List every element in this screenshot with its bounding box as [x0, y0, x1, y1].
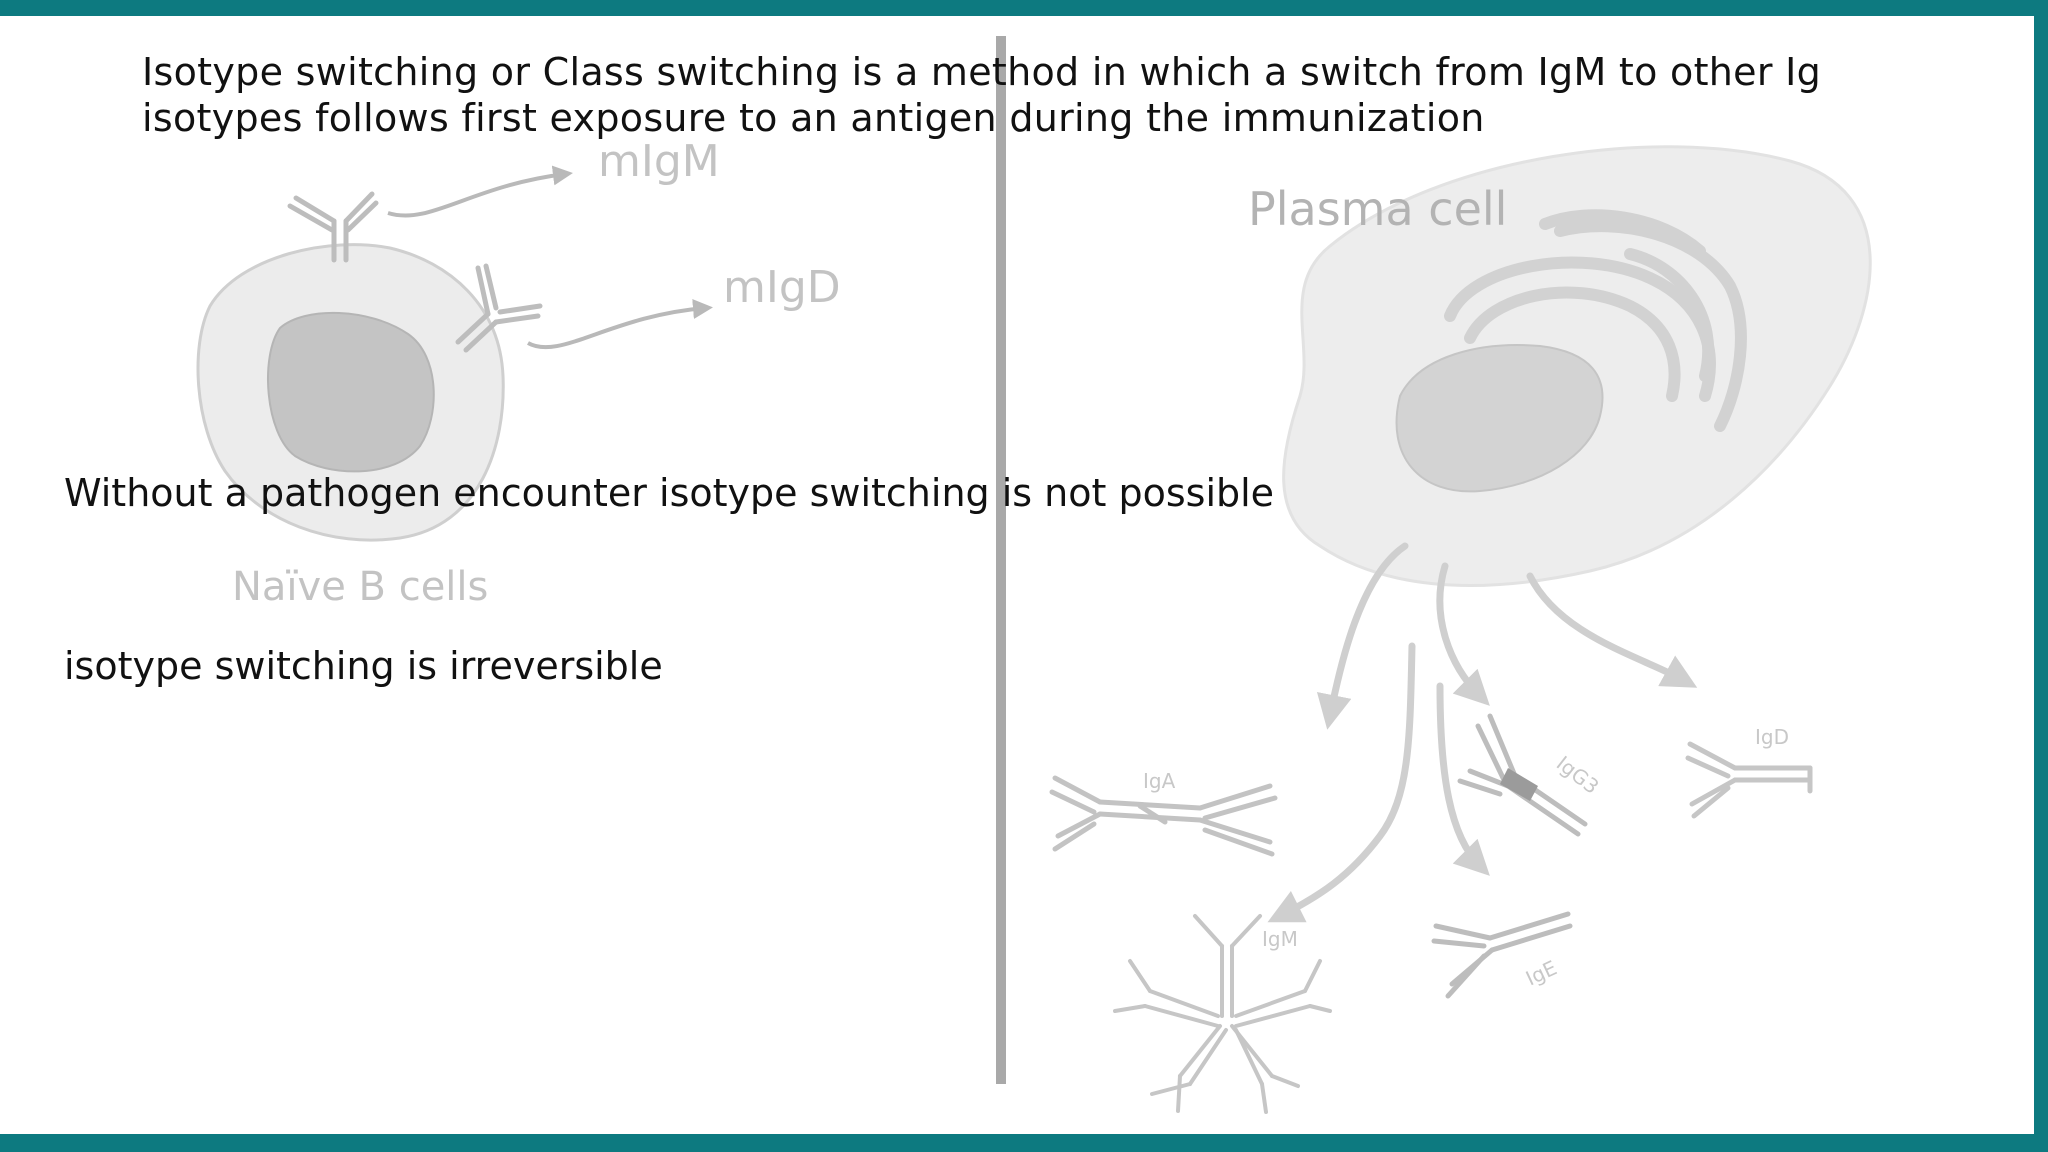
naive-b-cell: [196, 243, 505, 542]
frame-top-bar: [0, 0, 2048, 16]
statement-irreversible: isotype switching is irreversible: [64, 644, 663, 688]
slide: IgA IgG3 IgD: [0, 16, 2034, 1134]
label-ige: IgE: [1522, 956, 1560, 991]
naive-b-cell-nucleus: [267, 311, 435, 473]
arrow-to-migd: [527, 299, 713, 350]
ige-antibody-icon: [1431, 911, 1573, 999]
label-naive-b-cells: Naïve B cells: [232, 564, 489, 610]
label-igm: IgM: [1262, 927, 1298, 951]
label-igg3: IgG3: [1552, 751, 1604, 799]
label-iga: IgA: [1143, 769, 1176, 793]
label-migd: mIgD: [723, 262, 841, 313]
igg3-antibody-icon: [1457, 713, 1588, 837]
diagram-illustration: IgA IgG3 IgD: [196, 145, 1872, 1114]
igg3-hinge-icon: [1500, 768, 1538, 801]
intro-text-line-2: isotypes follows first exposure to an an…: [142, 96, 1485, 140]
frame-right-bar: [2034, 0, 2048, 1152]
statement-pathogen-encounter: Without a pathogen encounter isotype swi…: [64, 471, 1275, 515]
plasma-cell-nucleus: [1395, 344, 1604, 493]
plasma-cell: [1282, 145, 1872, 587]
iga-antibody-icon: [1049, 775, 1278, 857]
intro-text-line-1: Isotype switching or Class switching is …: [142, 50, 1822, 94]
igd-antibody-icon: [1685, 741, 1813, 819]
secretion-arrows: [1267, 542, 1698, 923]
plasma-cell-er: [1444, 209, 1747, 432]
migm-receptor-icon: [287, 191, 379, 263]
label-igd: IgD: [1755, 725, 1789, 749]
label-migm: mIgM: [598, 136, 720, 187]
frame-bottom-bar: [0, 1134, 2048, 1152]
panel-divider: [996, 36, 1006, 1084]
igm-pentamer-icon: [1113, 914, 1332, 1114]
arrow-to-migm: [387, 165, 573, 218]
migd-receptor-icon: [455, 263, 543, 353]
label-plasma-cell: Plasma cell: [1248, 182, 1508, 236]
